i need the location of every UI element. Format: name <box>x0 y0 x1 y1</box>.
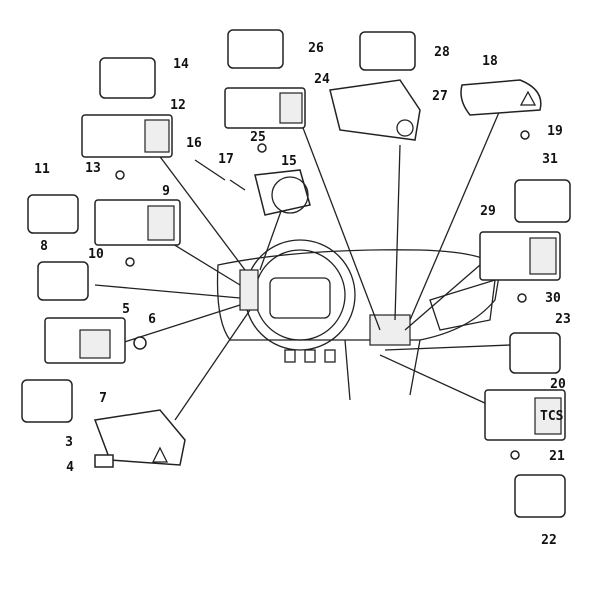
part-17 <box>229 179 246 191</box>
part-26 <box>227 29 284 69</box>
part-23 <box>509 332 561 374</box>
callout-10: 10 <box>88 247 104 262</box>
callout-19: 19 <box>547 124 563 139</box>
callout-16: 16 <box>186 136 202 151</box>
part-7 <box>21 379 73 423</box>
callout-5: 5 <box>122 302 130 317</box>
callout-9: 9 <box>162 184 170 199</box>
callout-23: 23 <box>555 312 571 327</box>
callout-13: 13 <box>85 161 101 176</box>
callout-26: 26 <box>308 41 324 56</box>
callout-3: 3 <box>65 435 73 450</box>
part-31 <box>514 179 571 223</box>
part-16 <box>194 159 226 181</box>
parts: TCS <box>21 29 571 518</box>
callout-4: 4 <box>66 460 74 475</box>
part-30 <box>517 293 527 303</box>
callout-25: 25 <box>250 130 266 145</box>
part-4 <box>94 454 114 468</box>
part-15 <box>254 169 311 216</box>
callout-11: 11 <box>34 162 50 177</box>
callout-18: 18 <box>482 54 498 69</box>
part-28 <box>359 31 416 71</box>
part-6 <box>133 336 147 350</box>
callout-6: 6 <box>148 312 156 327</box>
tcs-text: TCS <box>540 409 564 424</box>
part-11 <box>27 194 79 234</box>
dashboard <box>216 239 501 401</box>
part-22 <box>514 474 566 518</box>
part-14 <box>99 57 156 99</box>
part-19 <box>520 130 530 140</box>
callout-24: 24 <box>314 72 330 87</box>
part-27 <box>329 79 421 141</box>
part-25 <box>257 143 267 153</box>
callout-12: 12 <box>170 98 186 113</box>
callout-31: 31 <box>542 152 558 167</box>
callout-29: 29 <box>480 204 496 219</box>
callout-15: 15 <box>281 154 297 169</box>
callout-20: 20 <box>550 377 566 392</box>
callout-labels: 14 26 28 18 24 27 12 25 19 16 17 15 13 11 31 9 29 10 8 30 5 6… <box>34 41 571 548</box>
part-18 <box>460 79 542 116</box>
callout-22: 22 <box>541 533 557 548</box>
callout-7: 7 <box>99 391 107 406</box>
part-21 <box>510 450 520 460</box>
callout-21: 21 <box>549 449 565 464</box>
callout-8: 8 <box>40 239 48 254</box>
part-8 <box>37 261 89 301</box>
part-10 <box>125 257 135 267</box>
part-13 <box>115 170 125 180</box>
callout-14: 14 <box>173 57 189 72</box>
steering-wheel <box>244 239 356 351</box>
callout-30: 30 <box>545 291 561 306</box>
part-3 <box>93 409 186 466</box>
callout-28: 28 <box>434 45 450 60</box>
callout-17: 17 <box>218 152 234 167</box>
callout-27: 27 <box>432 89 448 104</box>
